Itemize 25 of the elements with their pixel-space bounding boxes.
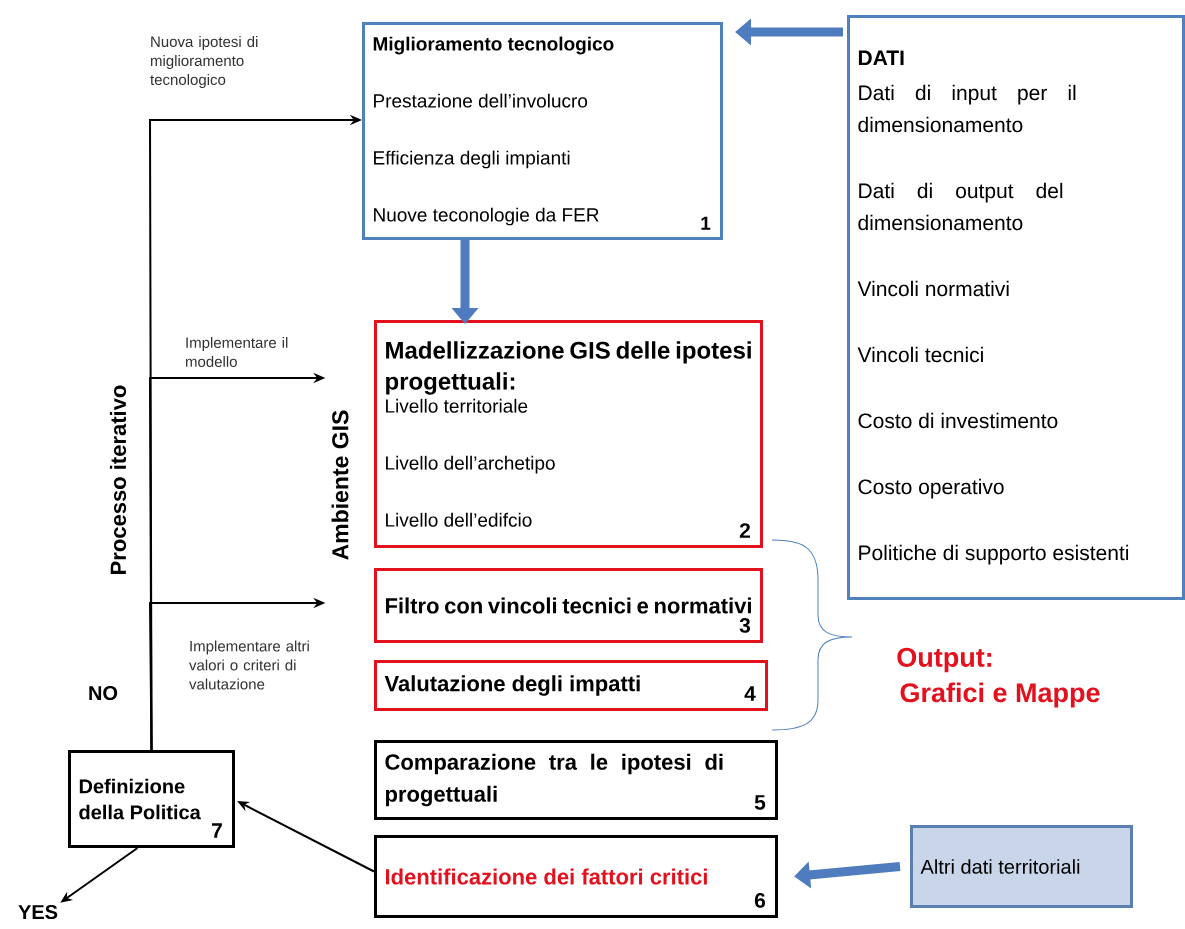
- side-label: NO: [89, 685, 118, 701]
- edge-label: Implementare il modello: [186, 337, 288, 367]
- edge-label: Implementare altri valori o criteri di valutazione: [189, 640, 309, 690]
- step-number: 1: [701, 216, 711, 230]
- process-box: Miglioramento tecnologico Prestazione dell’involucro Efficienza degli impianti Nuove teconologie da FER 1: [362, 22, 723, 240]
- side-label: Processo iterativo: [109, 385, 127, 574]
- side-label: Grafici e Mappe: [900, 682, 1100, 708]
- process-box: Madellizzazione GIS delle ipotesi progettuali: Livello territoriale Livello dell’archetipo Livello dell’edifcio 2: [374, 320, 763, 548]
- edge-label: Nuova ipotesi di miglioramento tecnologico: [150, 36, 258, 88]
- decision-box: Definizione della Politica 7: [68, 750, 235, 848]
- data-box: Altri dati territoriali: [910, 825, 1133, 908]
- process-box: Valutazione degli impatti 4: [374, 660, 768, 711]
- process-box: Filtro con vincoli tecnici e normativi 3: [374, 568, 763, 643]
- step-number: 5: [754, 795, 766, 810]
- step-number: 6: [754, 892, 766, 908]
- process-box: Identificazione dei fattori critici 6: [374, 835, 778, 918]
- end-label: YES: [18, 904, 58, 920]
- process-box: Comparazione tra le ipotesi di progettuali 5: [374, 740, 778, 820]
- step-number: 7: [212, 823, 222, 838]
- step-number: 4: [744, 686, 756, 701]
- vertical-label: Ambiente GIS: [331, 410, 349, 560]
- data-box: DATI Dati di input per il dimensionamento Dati di output del dimensionamento Vincoli normativi Vincoli tecnici Costo di investimento Costo operativo Politiche di supporto esistenti: [847, 15, 1185, 600]
- step-number: 2: [739, 523, 750, 538]
- side-label: Output:: [897, 647, 992, 673]
- step-number: 3: [739, 617, 751, 633]
